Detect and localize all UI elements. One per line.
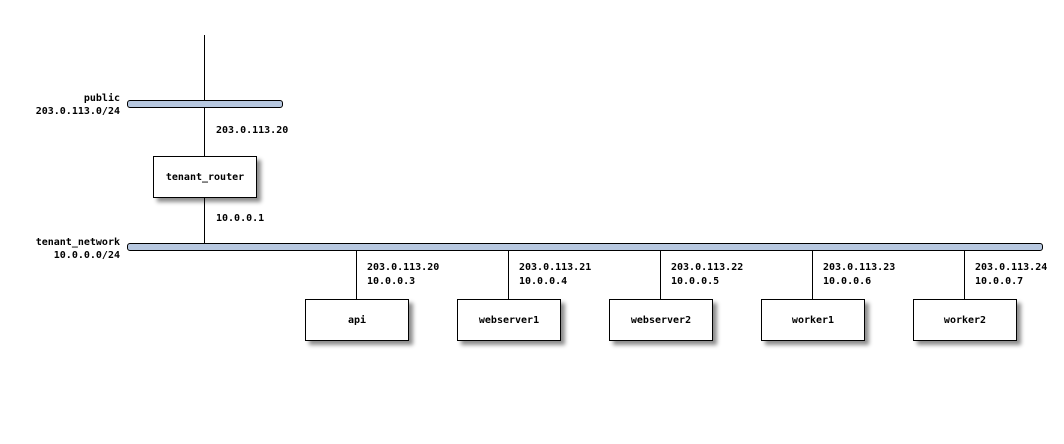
node-tenant-ip: 10.0.0.3 [367, 276, 416, 287]
node-label: tenant_router [165, 171, 245, 183]
network-bar-tenant [127, 243, 1043, 251]
node-public-ip: 203.0.113.24 [975, 262, 1048, 273]
node-worker1[interactable]: worker1 [761, 299, 865, 341]
network-label-public: public 203.0.113.0/24 [36, 92, 120, 118]
node-tenant-ip: 10.0.0.7 [975, 276, 1024, 287]
node-label: worker2 [943, 314, 987, 326]
node-label: webserver2 [630, 314, 692, 326]
node-tenant-ip: 10.0.0.5 [671, 276, 720, 287]
node-addresses: 203.0.113.21 10.0.0.4 [519, 261, 591, 289]
node-addresses: 203.0.113.20 10.0.0.3 [367, 261, 439, 289]
node-connection-line [964, 251, 965, 299]
node-label: api [347, 314, 367, 326]
node-label: webserver1 [478, 314, 540, 326]
node-connection-line [812, 251, 813, 299]
node-worker2[interactable]: worker2 [913, 299, 1017, 341]
node-public-ip: 203.0.113.22 [671, 262, 744, 273]
node-webserver1[interactable]: webserver1 [457, 299, 561, 341]
network-subnet: 203.0.113.0/24 [35, 106, 120, 117]
network-subnet: 10.0.0.0/24 [53, 250, 120, 261]
node-addresses: 203.0.113.23 10.0.0.6 [823, 261, 895, 289]
node-tenant-router[interactable]: tenant_router [153, 156, 257, 198]
node-public-ip: 203.0.113.21 [519, 262, 592, 273]
node-api[interactable]: api [305, 299, 409, 341]
network-bar-public [127, 100, 283, 108]
router-public-ip: 203.0.113.20 [216, 125, 289, 136]
node-public-ip: 203.0.113.23 [823, 262, 896, 273]
node-connection-line [508, 251, 509, 299]
node-tenant-ip: 10.0.0.4 [519, 276, 568, 287]
router-connection-line [204, 35, 205, 243]
router-tenant-ip: 10.0.0.1 [216, 213, 265, 224]
node-tenant-ip: 10.0.0.6 [823, 276, 872, 287]
node-addresses: 203.0.113.22 10.0.0.5 [671, 261, 743, 289]
network-label-tenant: tenant_network 10.0.0.0/24 [36, 236, 120, 262]
network-name: public [83, 93, 120, 104]
node-connection-line [660, 251, 661, 299]
node-webserver2[interactable]: webserver2 [609, 299, 713, 341]
node-label: worker1 [791, 314, 835, 326]
node-connection-line [356, 251, 357, 299]
node-public-ip: 203.0.113.20 [367, 262, 440, 273]
network-name: tenant_network [35, 237, 120, 248]
node-addresses: 203.0.113.24 10.0.0.7 [975, 261, 1047, 289]
